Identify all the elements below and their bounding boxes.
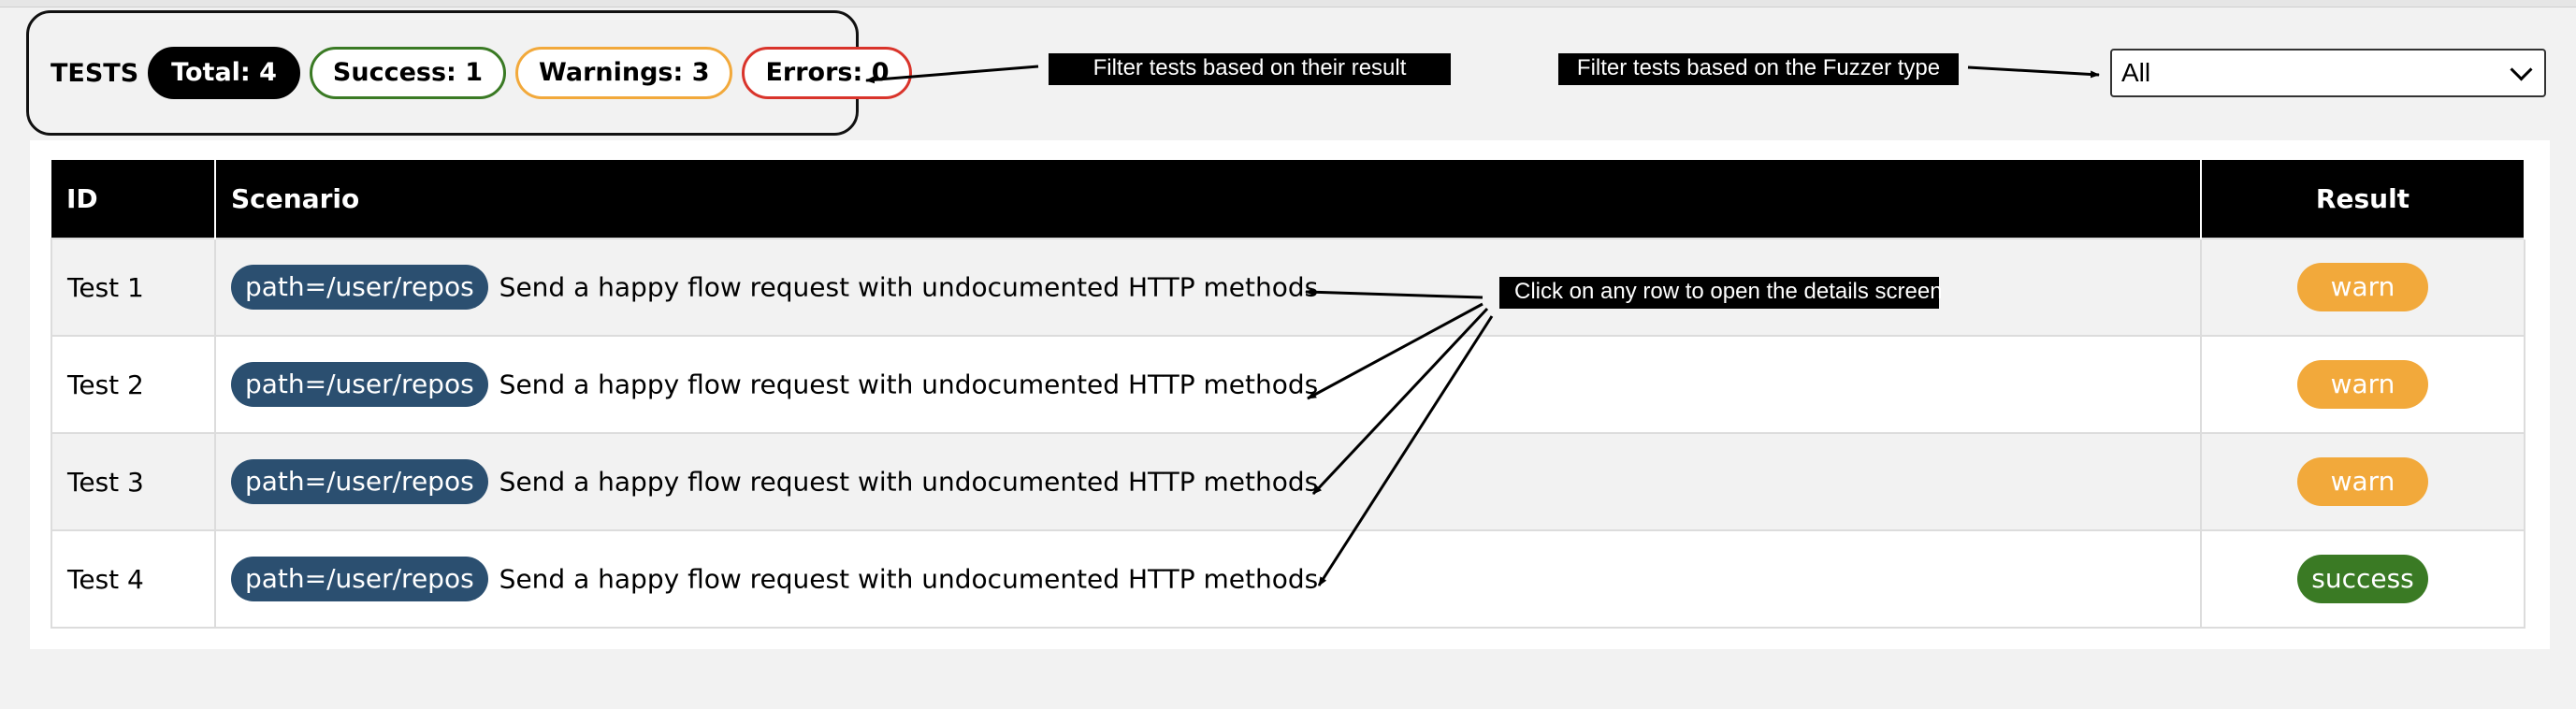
filter-errors-button[interactable]: Errors: 0 xyxy=(742,47,913,99)
row-scenario: path=/user/repos Send a happy flow reques… xyxy=(214,529,2202,629)
path-badge: path=/user/repos xyxy=(231,362,488,407)
path-badge: path=/user/repos xyxy=(231,557,488,601)
arrow-to-fuzzer-select xyxy=(1967,65,2100,79)
filter-total-button[interactable]: Total: 4 xyxy=(148,47,300,99)
annotation-row-click: Click on any row to open the details scr… xyxy=(1499,277,1943,309)
row-id: Test 3 xyxy=(51,432,216,531)
annotation-fuzzer-filter: Filter tests based on the Fuzzer type xyxy=(1558,53,1959,85)
result-badge: warn xyxy=(2297,360,2428,409)
filter-warnings-button[interactable]: Warnings: 3 xyxy=(515,47,733,99)
row-scenario: path=/user/repos Send a happy flow reques… xyxy=(214,432,2202,531)
row-scenario: path=/user/repos Send a happy flow reques… xyxy=(214,335,2202,434)
header-result: Result xyxy=(2201,160,2525,239)
tests-label: TESTS xyxy=(51,58,139,88)
row-result: warn xyxy=(2200,432,2525,531)
table-row[interactable]: Test 3 path=/user/repos Send a happy flow… xyxy=(51,432,2525,531)
row-scenario: path=/user/repos Send a happy flow reques… xyxy=(214,238,2202,337)
header-id: ID xyxy=(51,160,216,239)
table-header-row: ID Scenario Result xyxy=(51,160,2525,239)
result-badge: warn xyxy=(2297,263,2428,311)
filter-success-button[interactable]: Success: 1 xyxy=(309,47,507,99)
tests-table: ID Scenario Result Test 1 path=/user/rep… xyxy=(51,160,2525,629)
path-badge: path=/user/repos xyxy=(231,459,488,504)
top-border xyxy=(0,0,2576,7)
scenario-text: Send a happy flow request with undocumen… xyxy=(499,369,1319,400)
row-result: warn xyxy=(2200,238,2525,337)
table-row[interactable]: Test 4 path=/user/repos Send a happy flow… xyxy=(51,529,2525,629)
fuzzer-select-value: All xyxy=(2121,58,2151,87)
row-id: Test 1 xyxy=(51,238,216,337)
scenario-text: Send a happy flow request with undocumen… xyxy=(499,466,1319,498)
table-row[interactable]: Test 1 path=/user/repos Send a happy flow… xyxy=(51,238,2525,337)
row-result: warn xyxy=(2200,335,2525,434)
tests-table-card: ID Scenario Result Test 1 path=/user/rep… xyxy=(30,140,2550,649)
scenario-text: Send a happy flow request with undocumen… xyxy=(499,563,1319,595)
scenario-text: Send a happy flow request with undocumen… xyxy=(499,271,1319,303)
table-row[interactable]: Test 2 path=/user/repos Send a happy flow… xyxy=(51,335,2525,434)
chevron-down-icon xyxy=(2510,57,2533,81)
result-filter-bar: TESTS Total: 4 Success: 1 Warnings: 3 Er… xyxy=(51,47,913,99)
result-badge: success xyxy=(2297,555,2428,603)
header-scenario: Scenario xyxy=(215,160,2202,239)
annotation-result-filter: Filter tests based on their result xyxy=(1049,53,1451,85)
row-id: Test 2 xyxy=(51,335,216,434)
row-id: Test 4 xyxy=(51,529,216,629)
row-result: success xyxy=(2200,529,2525,629)
path-badge: path=/user/repos xyxy=(231,265,488,310)
fuzzer-type-select[interactable]: All xyxy=(2110,49,2546,97)
result-badge: warn xyxy=(2297,457,2428,506)
